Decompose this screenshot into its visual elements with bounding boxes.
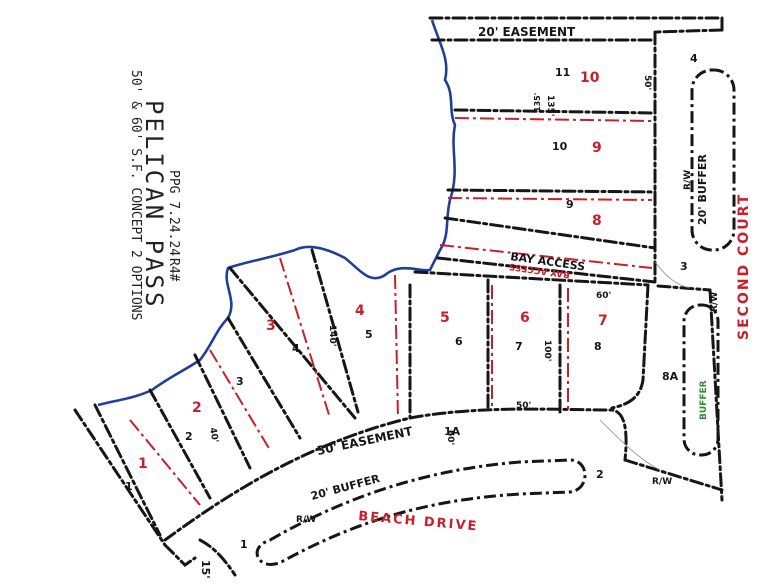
lot-number: 5 xyxy=(365,328,373,341)
row-label: R/W xyxy=(652,477,672,487)
title-main: PELICAN PASS xyxy=(140,100,168,309)
middle-easement-label: 30' EASEMENT xyxy=(316,424,415,458)
right-buffer-outline xyxy=(690,68,736,252)
dimension-label: 60' xyxy=(596,291,611,301)
top-easement-label: 20' EASEMENT xyxy=(478,25,576,39)
road-edge-curve xyxy=(599,419,661,471)
lot-number-option: 10 xyxy=(580,70,600,86)
black-lot-numbers: 1 2 3 4 5 6 7 8 8A 9 10 11 1 2 3 4 1A xyxy=(125,52,698,551)
lot-lines xyxy=(73,16,724,577)
title-initials: R4# xyxy=(166,258,181,282)
lot-number: 8 xyxy=(594,340,602,353)
lot-number: 10 xyxy=(552,140,568,153)
lot-number: 1A xyxy=(444,425,461,438)
lot-number: 4 xyxy=(292,342,300,355)
lot-number: 2 xyxy=(596,468,604,481)
option-lot-lines xyxy=(129,117,653,506)
dimension-label: 15' xyxy=(199,560,212,579)
lot-number-option: 4 xyxy=(355,303,365,319)
lot-number: 1 xyxy=(125,480,133,493)
dimension-label: 50' xyxy=(642,75,652,90)
row-label: R/W xyxy=(683,170,693,190)
lot-number: 3 xyxy=(236,375,244,388)
beach-drive-label: BEACH DRIVE xyxy=(358,509,479,534)
dimension-label: 40' xyxy=(207,427,220,444)
road-edge-curve xyxy=(654,261,691,289)
green-buffer-outline xyxy=(682,303,720,457)
row-label: R/W xyxy=(296,515,316,525)
lot-number: 6 xyxy=(455,335,463,348)
right-buffer-label: 20' BUFFER xyxy=(696,154,709,225)
shoreline xyxy=(97,19,457,407)
lot-number-option: 3 xyxy=(266,318,276,334)
lot-number-option: 7 xyxy=(598,313,608,329)
dimension-label: 135' xyxy=(545,95,555,117)
dimension-label: 135' xyxy=(533,93,542,112)
title-subtitle: 50' & 60' S.F. CONCEPT 2 OPTIONS xyxy=(128,70,143,320)
lot-number-option: 1 xyxy=(138,456,148,472)
lot-number: 11 xyxy=(555,66,570,79)
lot-number-option: 9 xyxy=(592,140,602,156)
lot-number: 1 xyxy=(240,538,248,551)
dimension-label: 100' xyxy=(542,340,552,362)
row-label: R/W xyxy=(710,292,720,312)
red-lot-numbers: 1 2 3 4 5 6 7 8 9 10 xyxy=(138,70,608,472)
dimension-label: 50' xyxy=(516,401,531,411)
lot-number: 9 xyxy=(566,198,574,211)
lot-number: 7 xyxy=(515,340,523,353)
lot-number-option: 5 xyxy=(440,310,450,326)
dimension-label: 60' xyxy=(445,430,455,445)
lot-number: 3 xyxy=(680,260,688,273)
lot-number: 4 xyxy=(690,52,698,65)
lot-number-option: 6 xyxy=(520,310,530,326)
lot-number-option: 2 xyxy=(192,400,202,416)
dimension-label: 140' xyxy=(327,325,337,347)
title-date: PPG 7.24.24 xyxy=(166,170,181,256)
lower-buffer-outline xyxy=(255,458,587,566)
second-court-label: SECOND COURT xyxy=(736,193,752,340)
lower-buffer-label: 20' BUFFER xyxy=(309,472,381,503)
lot-number-option: 8 xyxy=(592,213,602,229)
lot-number: 2 xyxy=(185,430,193,443)
lot-number: 8A xyxy=(662,370,679,383)
green-buffer-label: BUFFER xyxy=(699,380,709,420)
